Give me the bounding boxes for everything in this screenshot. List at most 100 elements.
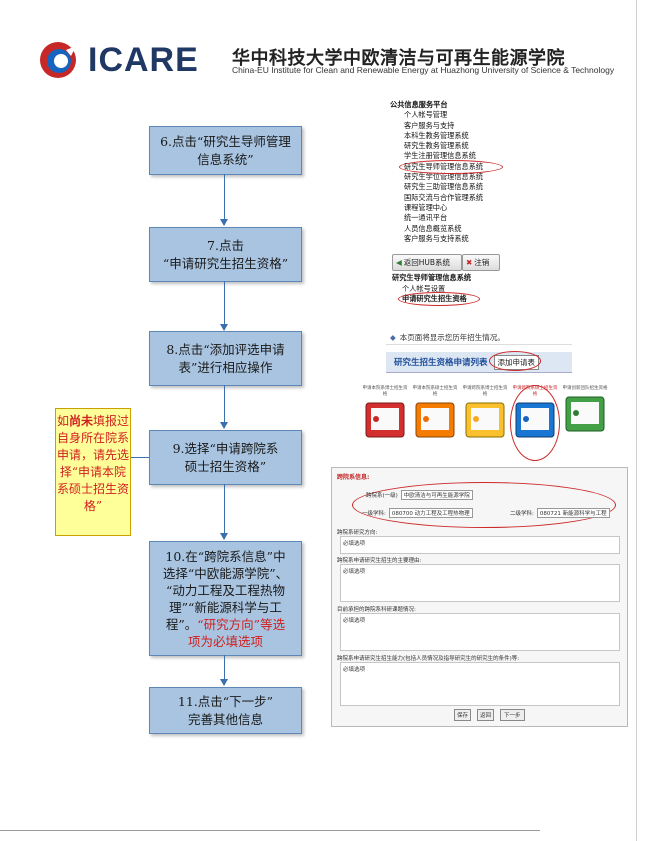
tab-label: 申请创新团队招生资格 [562,386,608,391]
highlight-oval [510,385,560,461]
l1-row: 一级学科: 080700 动力工程及工程热物理 [362,508,473,518]
hub-toolbar: ◀返回HUB系统 ✖注销 [392,254,522,272]
advisor-submenu: 研究生导师管理信息系统 个人帐号设置 申请研究生招生资格 [392,273,512,307]
menu1-item[interactable]: 研究生三助管理信息系统 [404,182,484,192]
info-icon: ◆ [390,332,396,342]
dept-select[interactable]: 中欧清洁与可再生能源学院 [400,490,473,500]
step-10-box: 10.在“跨院系信息”中 选择“中欧能源学院”、 “动力工程及工程热物 理”“新… [149,541,302,656]
tablet-green-icon [565,396,605,432]
menu1-item-advisor-system[interactable]: 研究生导师管理信息系统 [390,159,528,174]
step-7-line1: 7.点击 [207,237,244,253]
menu2-root[interactable]: 研究生导师管理信息系统 [392,273,472,282]
step-8-line2: 表”进行相应操作 [178,359,273,375]
l1-label: 一级学科: [362,511,386,517]
tablet-orange-icon [415,402,455,438]
menu1-item[interactable]: 本科生教务管理系统 [404,130,469,140]
q2-label: 跨院系申请研究生招生的主要理由: [337,558,422,564]
l2-select[interactable]: 080721 新能源科学与工程 [536,508,610,518]
note-part1: 如 [56,414,69,428]
step-10-line2: 选择“中欧能源学院”、 [162,565,289,581]
q4-placeholder: 必填选项 [343,667,366,673]
step-9-line2: 硕士招生资格” [184,458,267,474]
step-7-line2: “申请研究生招生资格” [162,255,289,271]
menu1-item[interactable]: 国际交流与合作管理系统 [404,192,484,202]
arrow-6-7 [220,174,228,226]
step-10-line1: 10.在“跨院系信息”中 [165,548,286,564]
step-10-line4: 理”“新能源科学与工 [169,599,282,615]
step-10-line5: 程”。“研究方向”等选 [166,616,285,633]
dept-label: 跨院系(一级) [366,493,398,499]
menu1-item[interactable]: 公共信息服务平台 [390,100,448,109]
highlight-oval [352,482,616,528]
l1-select[interactable]: 080700 动力工程及工程热物理 [388,508,473,518]
note-part2: 填报过自身所在院系申请，请先选择“申请本院系硕士招生资格” [56,414,130,513]
menu2-apply-qualification[interactable]: 申请研究生招生资格 [392,292,512,306]
tab-label: 申请跨院系博士招生资格 [462,386,508,397]
application-list-panel: ◆本页面将显示您历年招生情况。 研究生招生资格申请列表 添加申请表 [386,330,572,380]
step-8-line1: 8.点击“添加评选申请 [166,341,285,357]
notice-row: ◆本页面将显示您历年招生情况。 [386,330,572,345]
tab-item[interactable]: 申请本院系博士招生资格 [362,385,408,451]
menu1-item[interactable]: 研究生学位管理信息系统 [404,172,484,182]
step-10-line3: “动力工程及工程热物 [166,582,285,598]
capability-field[interactable]: 必填选项 [340,662,620,706]
q4-label: 跨院系申请研究生招生能力(包括人员情况及指导研究生的研究生的条件)等: [337,656,520,662]
highlight-oval [399,159,503,174]
next-button[interactable]: 下一步 [500,709,525,721]
step-6-line1: 6.点击“研究生导师管理 [160,133,291,149]
q3-placeholder: 必填选项 [343,618,366,624]
arrow-7-8 [220,281,228,331]
page-bottom-rule [0,830,540,831]
tab-cross-dept-master[interactable]: 申请跨院系硕士招生资格 [510,385,560,461]
cross-dept-form: 跨院系信息: 跨院系(一级) 中欧清洁与可再生能源学院 一级学科: 080700… [331,467,628,727]
tab-item[interactable]: 申请创新团队招生资格 [562,385,608,445]
menu1-item[interactable]: 人员信息概览系统 [404,223,462,233]
add-application-button[interactable]: 添加申请表 [488,350,541,371]
form-actions: 保存 返回 下一步 [454,709,525,721]
list-title: 研究生招生资格申请列表 [394,358,488,368]
step-11-line2: 完善其他信息 [187,711,263,727]
menu1-item[interactable]: 课程管理中心 [404,202,448,212]
back-to-hub-label: 返回HUB系统 [403,258,451,267]
note-connector [131,457,149,458]
highlight-oval [398,292,480,306]
form-section-title: 跨院系信息: [337,474,370,481]
highlight-oval [488,350,541,371]
menu1-item[interactable]: 学生注册管理信息系统 [404,151,476,161]
prerequisite-note: 如尚未填报过自身所在院系申请，请先选择“申请本院系硕士招生资格” [55,408,131,536]
q1-placeholder: 必填选项 [343,541,366,547]
arrow-10-11 [220,655,228,686]
menu1-item[interactable]: 研究生教务管理系统 [404,141,469,151]
reason-field[interactable]: 必填选项 [340,564,620,602]
tab-item[interactable]: 申请本院系硕士招生资格 [412,385,458,451]
menu1-item[interactable]: 个人帐号管理 [404,110,448,120]
menu1-item[interactable]: 统一通讯平台 [404,213,448,223]
page-right-rule [636,0,637,841]
q1-label: 跨院系研究方向: [337,530,378,536]
tablet-red-icon [365,402,405,438]
step-9-line1: 9.选择“申请跨院系 [172,440,279,456]
arrow-9-10 [220,484,228,540]
menu1-item[interactable]: 客户服务与支持系统 [404,233,469,243]
l2-row: 二级学科: 080721 新能源科学与工程 [510,508,610,518]
step-6-line2: 信息系统” [197,151,254,167]
note-bold: 尚未 [68,414,93,428]
system-menu-screenshot: 公共信息服务平台 个人帐号管理 客户服务与支持 本科生教务管理系统 研究生教务管… [390,100,528,250]
list-header: 研究生招生资格申请列表 添加申请表 [386,350,572,373]
step-6-box: 6.点击“研究生导师管理 信息系统” [149,126,302,175]
back-button[interactable]: 返回 [477,709,495,721]
save-button[interactable]: 保存 [454,709,472,721]
q3-label: 目前承担的跨院系科研课题情况: [337,607,416,613]
step-10-required-note: “研究方向”等选 [197,616,286,632]
projects-field[interactable]: 必填选项 [340,613,620,651]
step-8-box: 8.点击“添加评选申请 表”进行相应操作 [149,331,302,386]
tablet-yellow-icon [465,402,505,438]
menu2-item[interactable]: 个人帐号设置 [402,283,446,293]
back-arrow-icon: ◀ [396,258,402,267]
tab-item[interactable]: 申请跨院系博士招生资格 [462,385,508,451]
back-to-hub-button[interactable]: ◀返回HUB系统 [392,254,462,271]
logout-button[interactable]: ✖注销 [462,254,500,271]
step-10-line6: 项为必填选项 [187,633,263,649]
research-direction-field[interactable]: 必填选项 [340,536,620,554]
menu1-item[interactable]: 客户服务与支持 [404,120,455,130]
